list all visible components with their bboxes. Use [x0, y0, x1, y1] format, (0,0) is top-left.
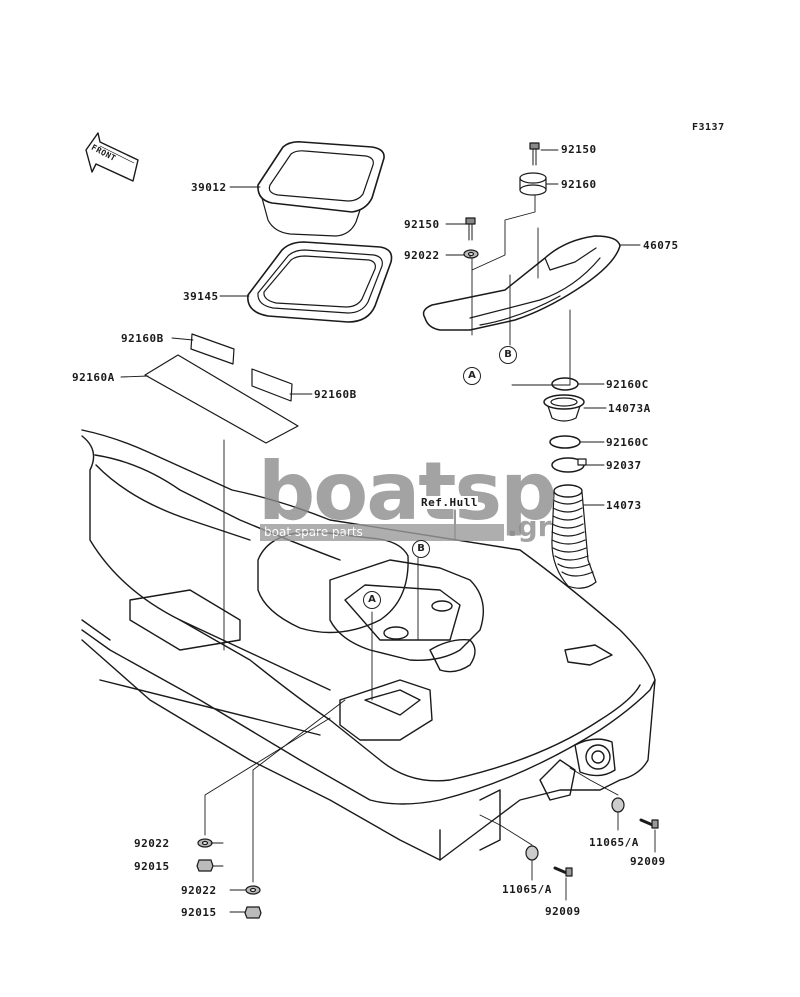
part-label-92160c-bottom: 92160C [606, 436, 649, 449]
part-label-39145: 39145 [183, 290, 219, 303]
washer-92022-right [245, 885, 261, 895]
grommet-11065a-right [611, 797, 625, 813]
nut-92015-left [196, 859, 214, 872]
part-label-92022-top: 92022 [404, 249, 440, 262]
figure-code: F3137 [692, 122, 725, 133]
grab-handle-46075 [422, 235, 621, 331]
part-label-11065a-right: 11065/A [589, 836, 639, 849]
screw-92009-right [639, 818, 659, 829]
part-label-92022-right: 92022 [181, 884, 217, 897]
part-label-92160a: 92160A [72, 371, 115, 384]
part-label-92150-mid: 92150 [404, 218, 440, 231]
duct-14073 [551, 484, 597, 589]
part-label-92009-right: 92009 [630, 855, 666, 868]
front-arrow-icon [85, 132, 139, 182]
pad-92160b-right [251, 368, 293, 402]
clamp-92037 [551, 457, 587, 473]
watermark-logo: boatsp [258, 445, 557, 538]
hull-deck [81, 429, 656, 861]
part-label-92150-top: 92150 [561, 143, 597, 156]
callout-a-upper: A [463, 367, 481, 385]
callout-b-lower: B [412, 540, 430, 558]
part-label-92160c-top: 92160C [606, 378, 649, 391]
part-label-92160b-left: 92160B [121, 332, 164, 345]
oring-92160c-top [551, 377, 579, 391]
ref-hull-label: Ref.Hull [421, 496, 478, 509]
part-label-92015-left: 92015 [134, 860, 170, 873]
part-label-92022-left: 92022 [134, 837, 170, 850]
watermark-domain: .gr [507, 510, 552, 543]
washer-92022-top [463, 249, 479, 259]
part-label-92015-right: 92015 [181, 906, 217, 919]
screw-92009-left [553, 866, 573, 877]
part-label-39012: 39012 [191, 181, 227, 194]
watermark-tagline: boat spare parts [260, 524, 504, 541]
nut-92015-right [244, 906, 262, 919]
part-label-14073: 14073 [606, 499, 642, 512]
part-label-92037: 92037 [606, 459, 642, 472]
pad-92160b-left [190, 333, 235, 365]
washer-92022-left [197, 838, 213, 848]
part-label-46075: 46075 [643, 239, 679, 252]
bolt-92150-mid [465, 217, 476, 241]
grommet-11065a-left [525, 845, 539, 861]
part-label-92160: 92160 [561, 178, 597, 191]
part-label-92160b-right: 92160B [314, 388, 357, 401]
part-label-11065a-left: 11065/A [502, 883, 552, 896]
sheet-92160a [144, 354, 299, 444]
cover-tray-39012 [257, 141, 385, 237]
callout-b-upper: B [499, 346, 517, 364]
part-label-92009-left: 92009 [545, 905, 581, 918]
gasket-39145 [247, 241, 393, 323]
part-label-14073a: 14073A [608, 402, 651, 415]
boot-14073a [543, 394, 585, 422]
callout-a-lower: A [363, 591, 381, 609]
bolt-92150-top [529, 142, 540, 166]
collar-92160 [519, 172, 547, 196]
